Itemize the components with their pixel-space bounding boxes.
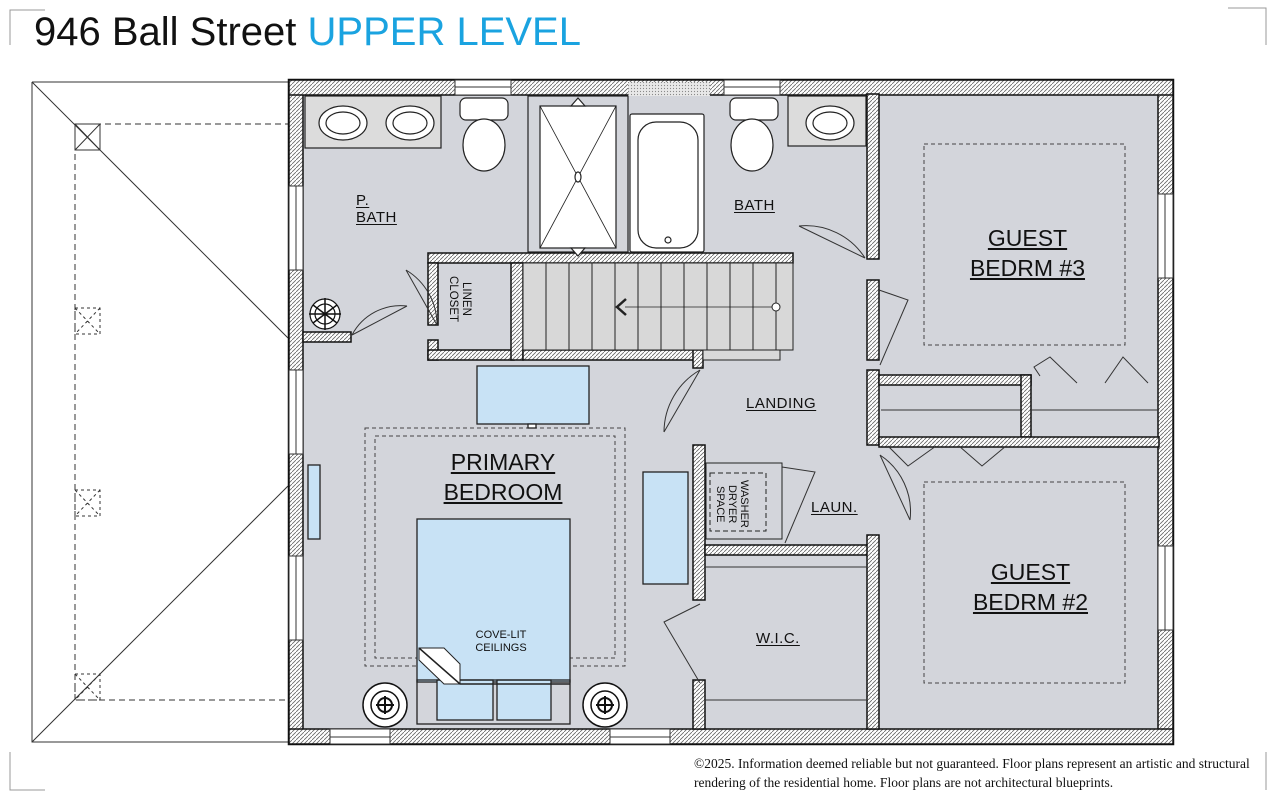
bathtub-icon bbox=[629, 113, 705, 253]
washer-dryer-box bbox=[705, 462, 783, 540]
roof-outline-icon bbox=[31, 81, 290, 743]
windows bbox=[288, 79, 1174, 745]
vanity-bath bbox=[787, 95, 867, 147]
toilet-icon bbox=[459, 97, 779, 172]
vent bbox=[628, 82, 710, 96]
label-guest-bedroom-3: GUEST BEDRM #3 bbox=[969, 225, 1086, 281]
closet-shelves bbox=[705, 409, 1158, 701]
doors bbox=[351, 225, 1149, 684]
label-primary-bath: P. BATH bbox=[356, 192, 397, 226]
label-guest-bedroom-2: GUEST BEDRM #2 bbox=[972, 559, 1089, 615]
label-bath: BATH bbox=[734, 197, 775, 214]
label-primary-bedroom: PRIMARY BEDROOM bbox=[443, 449, 563, 505]
ceiling-fan-icon bbox=[309, 298, 341, 330]
sink-icon bbox=[318, 105, 435, 141]
label-walk-in-closet: W.I.C. bbox=[756, 630, 800, 647]
label-cove-lit-ceilings: COVE-LIT CEILINGS bbox=[475, 629, 527, 654]
label-laundry: LAUN. bbox=[811, 499, 858, 516]
address-text: 946 Ball Street bbox=[34, 10, 297, 54]
level-text: UPPER LEVEL bbox=[307, 10, 581, 54]
page-title: 946 Ball Street UPPER LEVEL bbox=[34, 8, 581, 56]
shower-icon bbox=[527, 95, 629, 257]
stairs-icon bbox=[522, 262, 794, 361]
speaker-icon bbox=[362, 682, 628, 728]
label-landing: LANDING bbox=[746, 395, 817, 412]
furniture bbox=[307, 365, 689, 725]
disclaimer-text: ©2025. Information deemed reliable but n… bbox=[694, 756, 1250, 790]
crop-marks bbox=[9, 7, 1267, 791]
